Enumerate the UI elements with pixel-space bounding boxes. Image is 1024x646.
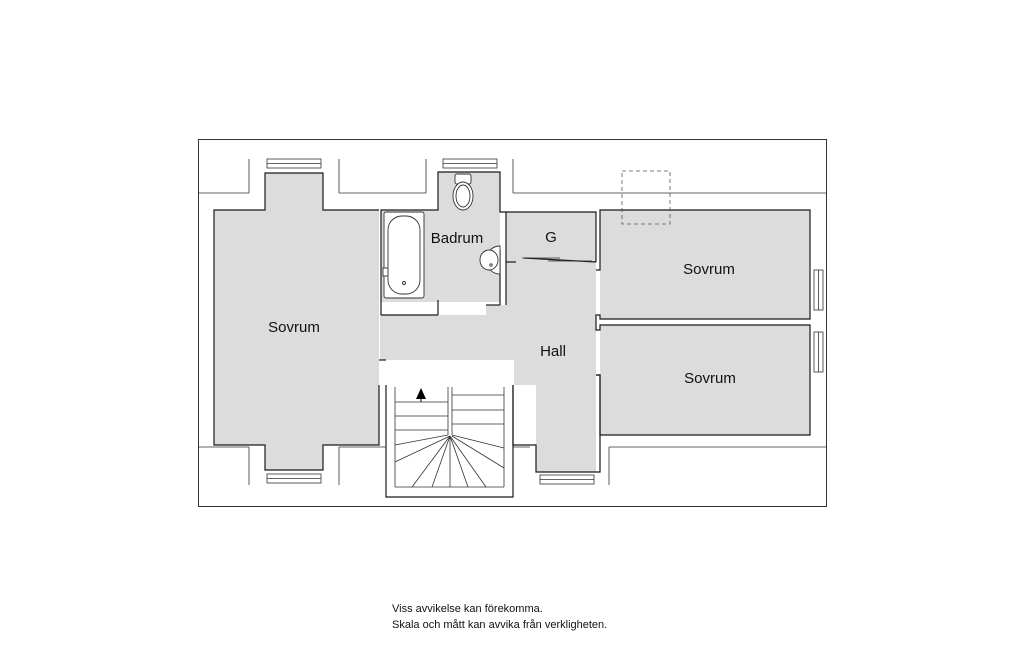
skylight [621, 170, 671, 225]
sink [479, 245, 501, 275]
room-label-bathroom: Badrum [431, 230, 484, 247]
disclaimer-line-1: Viss avvikelse kan förekomma. [392, 603, 543, 615]
stairs [394, 387, 505, 488]
disclaimer: Viss avvikelse kan förekomma. Skala och … [392, 601, 607, 633]
room-label-hall: Hall [540, 343, 566, 360]
room-label-bedroom-left: Sovrum [268, 319, 320, 336]
bedroom-bottom-right-floor [600, 325, 810, 435]
bathtub [382, 211, 425, 299]
bedroom-top-right-floor [600, 210, 810, 319]
walls [213, 171, 811, 498]
room-label-bedroom-top-right: Sovrum [683, 261, 735, 278]
bedroom-left-walls [213, 172, 380, 471]
windows [266, 158, 824, 485]
room-label-closet: G [545, 229, 557, 246]
floor-areas [214, 172, 810, 492]
bedroom-left-floor [214, 173, 379, 470]
toilet [452, 173, 474, 211]
stair-direction-arrow [416, 388, 426, 399]
bathroom-walls [380, 171, 506, 315]
room-label-bedroom-bottom-right: Sovrum [684, 370, 736, 387]
hall-floor [380, 212, 596, 472]
disclaimer-line-2: Skala och mått kan avvika från verklighe… [392, 619, 608, 631]
stairwell-walls [385, 385, 514, 498]
